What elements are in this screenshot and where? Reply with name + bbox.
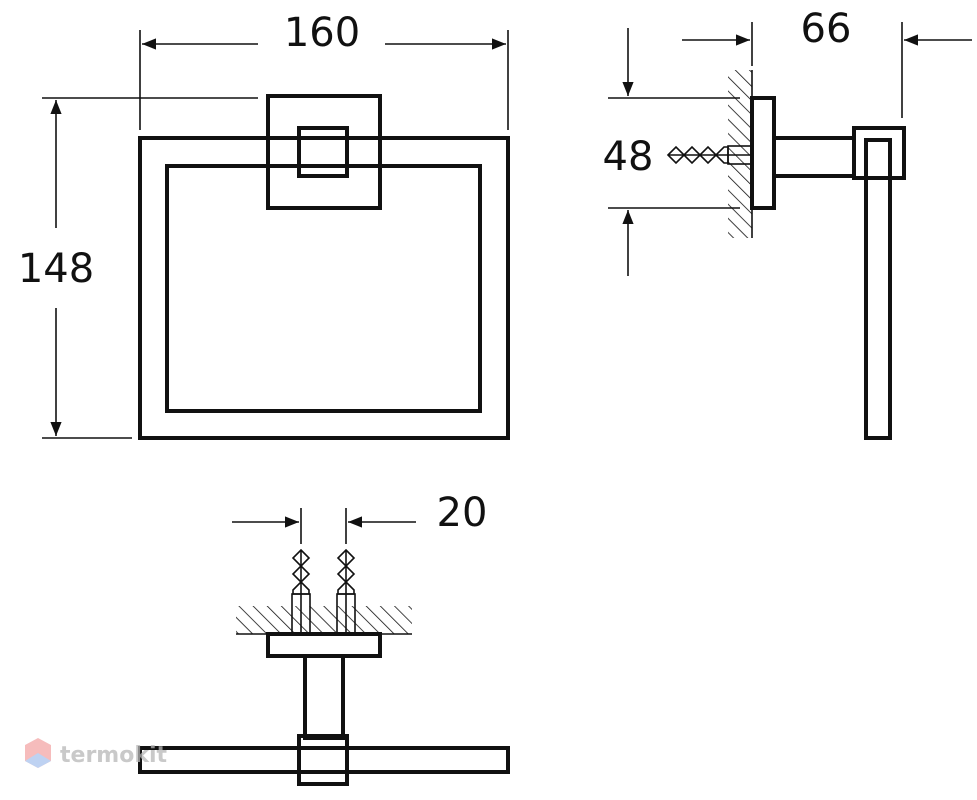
watermark: termokit — [25, 738, 167, 768]
top-wall-hatch — [236, 606, 412, 634]
width-dimension-label: 160 — [284, 10, 360, 56]
top-arm — [303, 654, 345, 740]
wall-hatch — [728, 70, 752, 238]
top-clamp — [297, 734, 349, 786]
side-screw — [666, 145, 753, 165]
wall-plate — [266, 94, 382, 210]
side-arm — [772, 136, 856, 178]
frame-inner — [165, 164, 482, 413]
height-dimension-label: 148 — [18, 246, 94, 292]
side-ring-bar — [864, 138, 892, 440]
frame-outer — [138, 136, 510, 440]
hexagon-logo-icon — [25, 738, 51, 768]
mount-height-label: 48 — [603, 134, 654, 180]
front-view: 160 148 — [18, 10, 510, 440]
side-clamp — [852, 126, 906, 180]
side-view: 66 48 — [603, 6, 972, 440]
watermark-text: termokit — [60, 743, 167, 768]
top-wall-plate — [266, 632, 382, 658]
top-view: 20 — [138, 490, 510, 786]
side-wall-plate — [750, 96, 776, 210]
screw-spacing-label: 20 — [437, 490, 488, 536]
clamp-block — [297, 126, 349, 178]
top-ring-bar — [138, 746, 510, 774]
depth-dimension-label: 66 — [801, 6, 852, 52]
